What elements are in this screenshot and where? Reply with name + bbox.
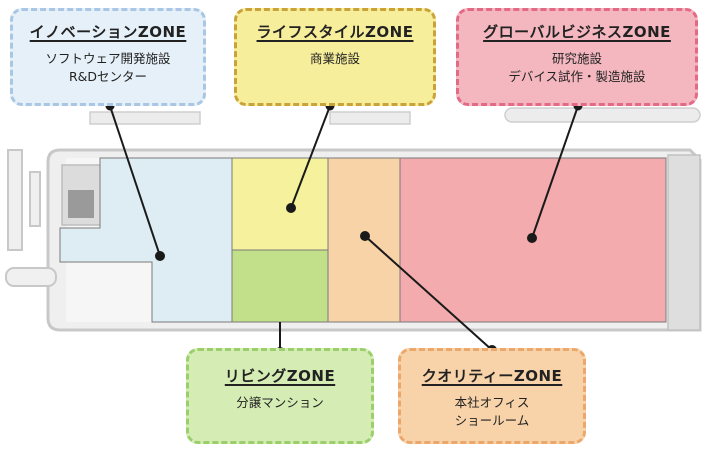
zone-desc-lifestyle: 商業施設 — [237, 50, 433, 68]
left-block-2 — [29, 171, 41, 227]
zone-title-quality: クオリティーZONE — [421, 367, 563, 385]
leader-global — [531, 105, 579, 239]
pin-global — [527, 233, 537, 243]
zone-card-lifestyle: ライフスタイルZONE 商業施設 — [234, 8, 436, 106]
zone-desc-line: ソフトウェア開発施設 — [45, 51, 171, 66]
leader-innovation — [109, 105, 161, 257]
zone-title-living: リビングZONE — [224, 367, 336, 385]
zone-desc-line: 分譲マンション — [236, 395, 324, 410]
building-gray-5 — [667, 154, 701, 331]
zone-desc-line: デバイス試作・製造施設 — [508, 69, 646, 84]
zone-desc-line: R&Dセンター — [68, 69, 148, 84]
left-block-3 — [5, 267, 57, 287]
zone-desc-innovation: ソフトウェア開発施設 R&Dセンター — [13, 50, 203, 86]
top-strip-3 — [504, 107, 701, 123]
zone-card-global: グローバルビジネスZONE 研究施設 デバイス試作・製造施設 — [456, 8, 698, 106]
left-block-1 — [7, 149, 23, 251]
zone-desc-global: 研究施設 デバイス試作・製造施設 — [459, 50, 695, 86]
zone-desc-line: 研究施設 — [551, 51, 602, 66]
zone-card-innovation: イノベーションZONE ソフトウェア開発施設 R&Dセンター — [10, 8, 206, 106]
zone-card-living: リビングZONE 分譲マンション — [186, 348, 374, 444]
zone-desc-quality: 本社オフィス ショールーム — [401, 394, 583, 430]
zone-desc-line: ショールーム — [454, 413, 530, 428]
zone-desc-line: 本社オフィス — [454, 395, 530, 410]
zone-desc-line: 商業施設 — [309, 51, 360, 66]
zone-area-lifestyle — [231, 157, 329, 251]
pin-lifestyle — [286, 203, 296, 213]
top-strip-1 — [89, 111, 201, 125]
pin-innovation — [155, 251, 165, 261]
zone-card-quality: クオリティーZONE 本社オフィス ショールーム — [398, 348, 586, 444]
top-strip-2 — [329, 111, 411, 125]
zone-desc-living: 分譲マンション — [189, 394, 371, 412]
zone-title-global: グローバルビジネスZONE — [483, 23, 671, 41]
zone-title-innovation: イノベーションZONE — [29, 23, 187, 41]
zone-title-lifestyle: ライフスタイルZONE — [256, 23, 414, 41]
zone-area-living — [231, 249, 329, 323]
pin-quality-area — [360, 231, 370, 241]
leader-lifestyle — [290, 105, 331, 209]
building-gray-2 — [68, 190, 94, 218]
leader-quality — [364, 235, 493, 351]
